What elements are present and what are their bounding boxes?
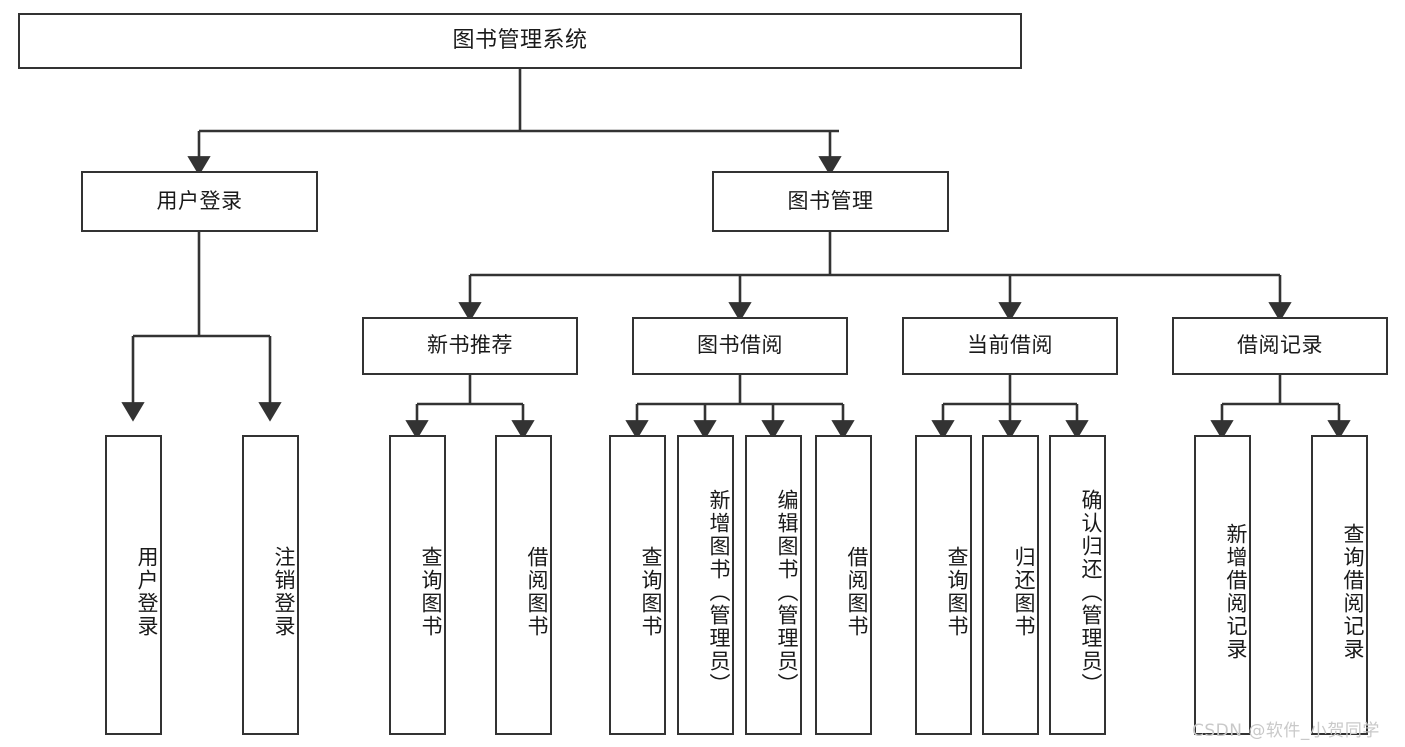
node-root-book-management-system[interactable]: 图书管理系统 — [18, 13, 1022, 69]
node-label: 查询借阅记录 — [1341, 523, 1365, 661]
node-label: 查询图书 — [639, 546, 663, 638]
node-new-book-recommend[interactable]: 新书推荐 — [362, 317, 578, 375]
node-label: 归还图书 — [1012, 546, 1036, 638]
csdn-watermark: CSDN @软件_小贺同学 — [1192, 721, 1380, 741]
node-book-borrow[interactable]: 图书借阅 — [632, 317, 848, 375]
node-leaf-add-book[interactable]: 新增图书（管理员） — [677, 435, 734, 735]
node-leaf-borrow-book-1[interactable]: 借阅图书 — [495, 435, 552, 735]
node-label: 借阅图书 — [845, 546, 869, 638]
node-current-borrow[interactable]: 当前借阅 — [902, 317, 1118, 375]
node-leaf-user-login[interactable]: 用户登录 — [105, 435, 162, 735]
node-label: 确认归还（管理员） — [1079, 488, 1103, 696]
node-label: 图书借阅 — [697, 333, 783, 358]
node-label: 查询图书 — [945, 546, 969, 638]
node-leaf-query-book-1[interactable]: 查询图书 — [389, 435, 446, 735]
node-leaf-user-logout[interactable]: 注销登录 — [242, 435, 299, 735]
node-leaf-query-book-2[interactable]: 查询图书 — [609, 435, 666, 735]
node-label: 新增图书（管理员） — [707, 488, 731, 696]
node-leaf-query-borrow-record[interactable]: 查询借阅记录 — [1311, 435, 1368, 735]
node-leaf-borrow-book-2[interactable]: 借阅图书 — [815, 435, 872, 735]
node-label: 用户登录 — [156, 188, 243, 213]
node-label: 用户登录 — [135, 546, 159, 638]
node-label: 新增借阅记录 — [1224, 523, 1248, 661]
node-label: 图书管理 — [787, 188, 874, 213]
node-label: 编辑图书（管理员） — [775, 488, 799, 696]
node-label: 借阅记录 — [1237, 333, 1323, 358]
node-leaf-return-book[interactable]: 归还图书 — [982, 435, 1039, 735]
node-leaf-edit-book[interactable]: 编辑图书（管理员） — [745, 435, 802, 735]
node-label: 图书管理系统 — [452, 27, 588, 53]
node-leaf-query-book-3[interactable]: 查询图书 — [915, 435, 972, 735]
node-label: 新书推荐 — [427, 333, 513, 358]
node-user-login[interactable]: 用户登录 — [81, 171, 318, 232]
node-label: 当前借阅 — [967, 333, 1053, 358]
node-label: 借阅图书 — [525, 546, 549, 638]
node-borrow-record[interactable]: 借阅记录 — [1172, 317, 1388, 375]
node-label: 查询图书 — [419, 546, 443, 638]
node-leaf-add-borrow-record[interactable]: 新增借阅记录 — [1194, 435, 1251, 735]
node-book-management[interactable]: 图书管理 — [712, 171, 949, 232]
node-leaf-confirm-return[interactable]: 确认归还（管理员） — [1049, 435, 1106, 735]
node-label: 注销登录 — [272, 546, 296, 638]
